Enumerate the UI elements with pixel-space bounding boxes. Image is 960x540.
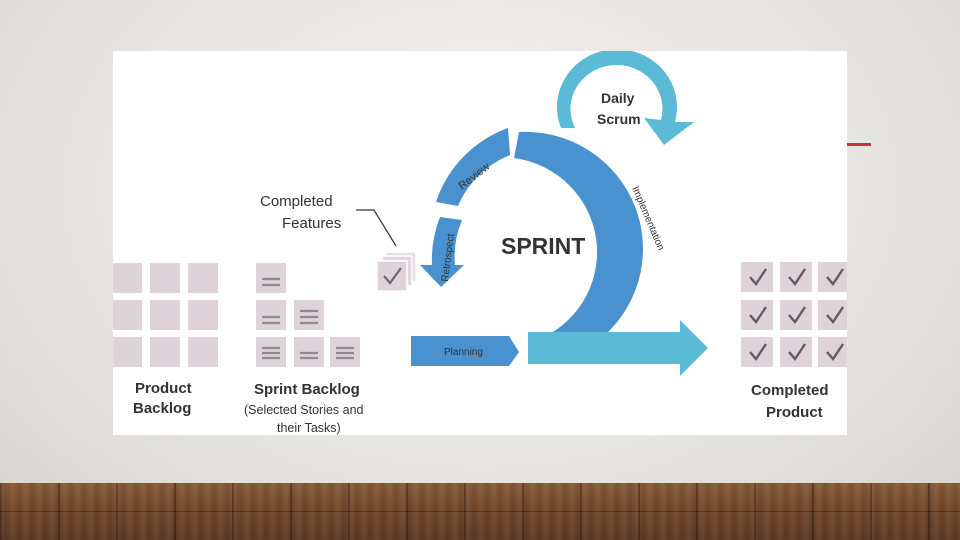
planning-arrow	[411, 336, 519, 366]
daily-scrum-line2: Scrum	[597, 111, 641, 127]
completed-features-line2: Features	[282, 215, 341, 232]
slide-card	[113, 51, 847, 435]
daily-scrum-loop	[557, 51, 694, 145]
daily-scrum-line1: Daily	[601, 90, 635, 106]
completed-features-line1: Completed	[260, 193, 333, 210]
sprint-backlog-title: Sprint Backlog	[254, 381, 360, 398]
completed-product-line2: Product	[766, 404, 823, 421]
completed-product-line1: Completed	[751, 382, 829, 399]
sprint-backlog-subtitle-line1: (Selected Stories and	[244, 403, 364, 417]
features-pointer-line	[356, 209, 397, 247]
ring-arc-review	[436, 128, 510, 206]
product-backlog-line1: Product	[135, 380, 192, 397]
wood-floor	[0, 483, 960, 540]
planning-label: Planning	[444, 347, 483, 358]
sprint-backlog-subtitle-line2: their Tasks)	[277, 421, 341, 435]
ring-arc-retrospect-arrow	[420, 217, 464, 287]
sprint-cycle-ring	[411, 128, 708, 376]
product-backlog-line2: Backlog	[133, 400, 191, 417]
ring-arc-main	[514, 131, 643, 362]
sprint-title: SPRINT	[501, 233, 585, 259]
accent-line	[847, 143, 871, 146]
sprint-backlog-tiles	[256, 263, 360, 367]
product-backlog-grid	[113, 263, 218, 367]
output-arrow	[528, 320, 708, 376]
completed-product-grid	[741, 262, 847, 367]
completed-features-stack	[376, 251, 417, 292]
